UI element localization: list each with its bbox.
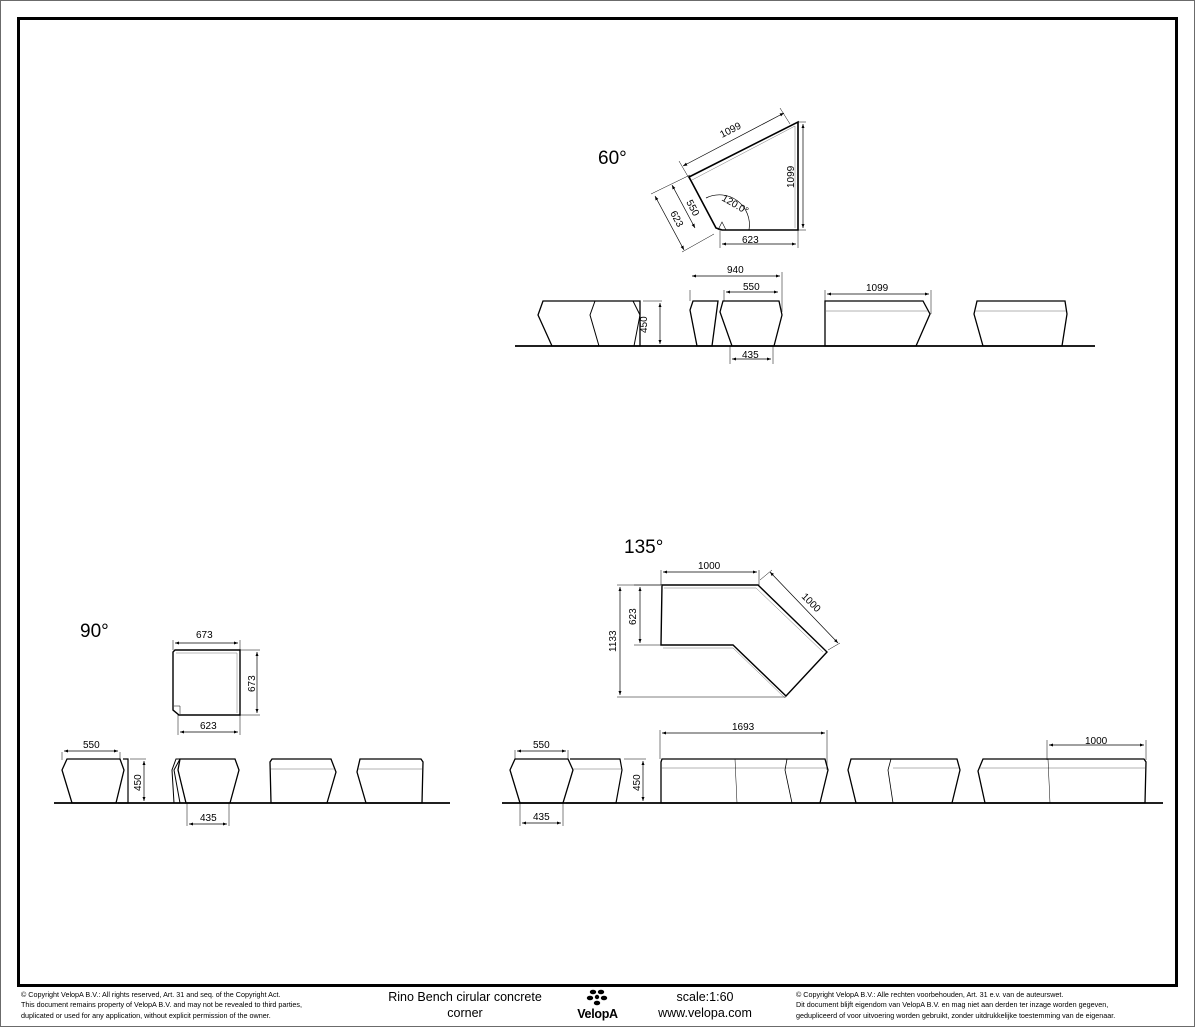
copyright-dutch: © Copyright VelopA B.V.: Alle rechten vo… — [796, 990, 1115, 1021]
dim-90-top: 673 — [196, 630, 213, 641]
dim-135-overall: 1133 — [608, 630, 619, 652]
drawing-title-line: corner — [447, 1006, 483, 1020]
elevation-60 — [515, 272, 1095, 364]
copyright-nl-line: gedupliceerd of voor uitvoering worden g… — [796, 1010, 1116, 1020]
dim-60-elev-seat: 550 — [743, 282, 760, 293]
copyright-nl-line: © Copyright VelopA B.V.: Alle rechten vo… — [796, 990, 1064, 999]
brand-name: VelopA — [577, 1007, 618, 1021]
copyright-en-line: © Copyright VelopA B.V.: All rights rese… — [21, 990, 281, 999]
dim-135-elev-base: 435 — [533, 812, 550, 823]
dim-135-diagonal: 1000 — [799, 591, 823, 615]
dim-60-end-outer: 623 — [667, 209, 685, 229]
dim-60-elev-height: 450 — [639, 316, 650, 333]
elevation-135 — [502, 730, 1163, 826]
dim-60-elev-long: 1099 — [866, 283, 889, 294]
copyright-en-line: duplicated or used for any application, … — [21, 1010, 271, 1020]
plan-view-135 — [617, 569, 841, 699]
dim-90-elev-base: 435 — [200, 813, 217, 824]
scale-label: scale:1:60 — [676, 990, 734, 1004]
elevation-90 — [54, 749, 450, 826]
dim-90-elev-seat: 550 — [83, 740, 100, 751]
dim-60-right: 1099 — [786, 165, 797, 188]
dim-135-elev-seat: 550 — [533, 740, 550, 751]
dim-90-elev-height: 450 — [133, 774, 144, 791]
drawing-frame — [17, 17, 1178, 987]
velopa-logo: VelopA — [570, 988, 625, 1024]
dim-60-elev-base: 435 — [742, 350, 759, 361]
dim-60-angle: 120.0° — [720, 193, 751, 217]
section-135-degree: 135° 1000 1000 623 1133 — [502, 537, 1163, 826]
dim-60-bottom: 623 — [742, 235, 759, 246]
dim-60-elev-overall: 940 — [727, 265, 744, 276]
scale-block: scale:1:60 www.velopa.com — [640, 989, 770, 1021]
velopa-flower-logo-icon — [586, 989, 608, 1006]
section-60-degree: 60° 1099 1099 623 550 623 1 — [515, 107, 1095, 364]
dim-135-depth: 623 — [628, 608, 639, 625]
section-90-degree: 90° 673 673 623 — [54, 621, 450, 826]
dim-60-end-inner: 550 — [683, 198, 701, 218]
plan-view-60 — [650, 107, 806, 253]
dim-135-elev-overall: 1693 — [732, 722, 755, 733]
angle-label-90: 90° — [80, 621, 109, 642]
plan-view-90 — [172, 640, 260, 735]
copyright-nl-line: Dit document blijft eigendom van VelopA … — [796, 1000, 1109, 1010]
dim-90-right: 673 — [247, 675, 258, 692]
dim-135-elev-segment: 1000 — [1085, 736, 1108, 747]
website-link[interactable]: www.velopa.com — [658, 1006, 752, 1020]
drawing-title-line: Rino Bench cirular concrete — [388, 990, 542, 1004]
copyright-english: © Copyright VelopA B.V.: All rights rese… — [21, 990, 302, 1021]
drawing-title: Rino Bench cirular concrete corner — [372, 989, 558, 1021]
angle-label-60: 60° — [598, 148, 627, 169]
dim-135-top: 1000 — [698, 561, 721, 572]
dim-60-top: 1099 — [718, 121, 743, 141]
dim-90-bottom: 623 — [200, 721, 217, 732]
dim-135-elev-height: 450 — [632, 774, 643, 791]
copyright-en-line: This document remains property of VelopA… — [21, 1000, 303, 1010]
angle-label-135: 135° — [624, 537, 663, 558]
title-block: © Copyright VelopA B.V.: All rights rese… — [0, 987, 1195, 1025]
